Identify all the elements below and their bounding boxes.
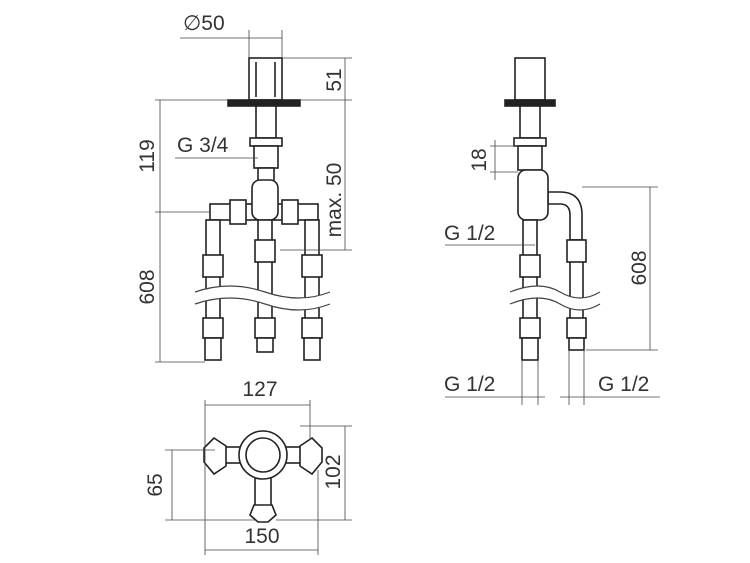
outer-width-label: 150 bbox=[244, 525, 279, 548]
thread-mid-label: G 1/2 bbox=[444, 222, 495, 245]
pipe-length-label: 608 bbox=[136, 269, 159, 304]
flange bbox=[227, 99, 301, 107]
side-pipe-length-label: 608 bbox=[628, 250, 651, 285]
front-view: ∅50 51 119 G 3/4 max. 50 608 bbox=[136, 12, 352, 363]
hex-fitting-left bbox=[203, 436, 227, 476]
leg-pipes bbox=[202, 219, 323, 361]
upper-height-label: 119 bbox=[136, 139, 159, 172]
max-depth-label: max. 50 bbox=[323, 163, 346, 238]
thread-bottom-left-label: G 1/2 bbox=[444, 373, 495, 396]
depth-inner-label: 65 bbox=[144, 473, 167, 496]
offset-label: 18 bbox=[468, 148, 491, 171]
thread-top-label: G 3/4 bbox=[177, 134, 229, 157]
inner-width-label: 127 bbox=[242, 378, 277, 401]
nut bbox=[249, 137, 283, 147]
handle-cap bbox=[514, 57, 546, 101]
hex-fitting-right bbox=[299, 436, 323, 476]
depth-outer-label: 102 bbox=[322, 454, 345, 489]
handle-cap bbox=[248, 57, 283, 101]
thread-bottom-right-label: G 1/2 bbox=[598, 373, 649, 396]
diameter-label: ∅50 bbox=[183, 12, 225, 35]
plan-view: 127 65 102 150 bbox=[144, 378, 352, 555]
side-view: 18 G 1/2 608 G 1/2 G 1/2 bbox=[444, 57, 660, 405]
cap-height-label: 51 bbox=[323, 68, 346, 91]
spindle-body bbox=[255, 105, 277, 139]
